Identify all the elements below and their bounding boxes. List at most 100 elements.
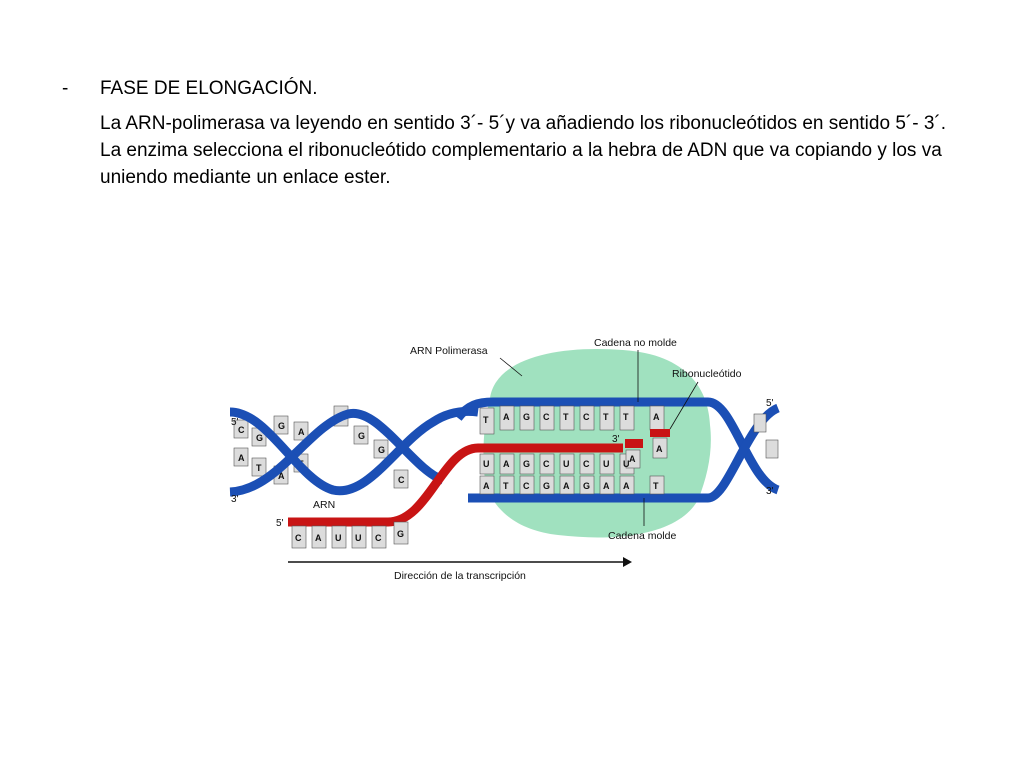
- base-letter: A: [278, 471, 285, 481]
- base-letter: C: [238, 425, 245, 435]
- leader-polymerase: [499, 357, 523, 377]
- incoming-ribonucleotide-tile: [652, 437, 668, 459]
- arrow-head: [623, 557, 632, 567]
- rna-bubble-bases: U A G C U C U U A: [479, 449, 641, 475]
- base-letter: U: [603, 459, 610, 469]
- slide-paragraph: La ARN-polimerasa va leyendo en sentido …: [100, 113, 946, 188]
- base-letter: U: [563, 459, 570, 469]
- rna-tail-bases: C A U U C G: [291, 521, 409, 549]
- base-tile: [291, 525, 307, 549]
- base-letter: A: [238, 453, 245, 463]
- base-letter: T: [603, 412, 609, 422]
- end-rna-tip: 3': [612, 434, 620, 445]
- label-non-template: Cadena no molde: [594, 337, 677, 349]
- base-letter: T: [503, 481, 509, 491]
- base-tile: [519, 453, 535, 475]
- base-tile: [539, 475, 555, 495]
- base-tile: [579, 405, 595, 431]
- base-tile: [539, 405, 555, 431]
- base-tile: [539, 453, 555, 475]
- base-letter: T: [653, 481, 659, 491]
- base-letter: G: [358, 431, 365, 441]
- base-letter: C: [375, 533, 382, 543]
- base-tile: [519, 405, 535, 431]
- base-letter: A: [629, 454, 636, 464]
- label-template: Cadena molde: [608, 530, 676, 542]
- base-letter: G: [583, 481, 590, 491]
- template-bases: A T C G A G A A T: [479, 475, 665, 495]
- base-letter: A: [483, 481, 490, 491]
- base-letter: C: [523, 481, 530, 491]
- base-tile: [273, 415, 289, 435]
- base-letter: A: [503, 412, 510, 422]
- base-tile: [559, 475, 575, 495]
- label-direction: Dirección de la transcripción: [394, 570, 526, 582]
- incoming-ribonucleotide-bar: [650, 429, 670, 437]
- base-tile: [251, 457, 267, 477]
- base-letter: G: [256, 433, 263, 443]
- base-letter: A: [653, 412, 660, 422]
- base-tile: [499, 453, 515, 475]
- base-letter: G: [523, 412, 530, 422]
- base-tile: [351, 525, 367, 549]
- base-letter: C: [398, 475, 405, 485]
- base-letter: U: [335, 533, 342, 543]
- base-letter: T: [483, 415, 489, 425]
- non-template-bases: T A G C T C T T A: [479, 405, 665, 435]
- rna-strand: [288, 443, 623, 527]
- base-tile: [499, 405, 515, 431]
- right-helix-strand-a: [706, 397, 781, 495]
- base-tile: [753, 413, 767, 433]
- base-letter: T: [623, 412, 629, 422]
- base-tile: [599, 453, 615, 475]
- base-letter: A: [563, 481, 570, 491]
- base-tile: [765, 439, 779, 459]
- end-right-top: 5': [766, 398, 774, 409]
- base-tile: [479, 407, 495, 435]
- base-letter: C: [583, 459, 590, 469]
- base-tile: [619, 405, 635, 431]
- base-tile: [649, 475, 665, 495]
- base-tile: [579, 453, 595, 475]
- incoming-ribonucleotide-letter: A: [656, 444, 663, 454]
- base-letter: G: [397, 529, 404, 539]
- left-helix-bases: C A G T G A A T C G G C: [233, 405, 409, 489]
- base-tile: [371, 525, 387, 549]
- base-tile: [479, 475, 495, 495]
- base-tile: [499, 475, 515, 495]
- base-letter: G: [523, 459, 530, 469]
- base-tile: [393, 469, 409, 489]
- base-letter: C: [583, 412, 590, 422]
- base-letter: C: [295, 533, 302, 543]
- left-helix-strand-front: [229, 406, 479, 496]
- base-tile: [625, 449, 641, 469]
- base-letter: G: [378, 445, 385, 455]
- base-letter: U: [355, 533, 362, 543]
- base-tile: [559, 453, 575, 475]
- label-polymerase: ARN Polimerasa: [410, 345, 488, 357]
- end-right-bottom: 3': [766, 486, 774, 497]
- end-left-bottom: 3': [231, 494, 239, 505]
- label-rna: ARN: [313, 499, 335, 511]
- base-tile: [559, 405, 575, 431]
- base-letter: A: [623, 481, 630, 491]
- bullet-dash: -: [62, 78, 69, 99]
- base-letter: T: [563, 412, 569, 422]
- left-helix-strand-back: [229, 408, 445, 497]
- base-tile: [311, 525, 327, 549]
- base-tile: [599, 405, 615, 431]
- base-letter: G: [543, 481, 550, 491]
- leader-ribonucleotide: [669, 381, 699, 430]
- base-tile: [619, 475, 635, 495]
- base-letter: C: [543, 459, 550, 469]
- base-tile: [393, 521, 409, 545]
- base-tile: [293, 421, 309, 441]
- base-letter: A: [603, 481, 610, 491]
- base-letter: T: [256, 463, 262, 473]
- base-letter: U: [483, 459, 490, 469]
- transcription-elongation-diagram: C A G T G A A T C G G C T A G C T C T T: [229, 337, 781, 582]
- base-tile: [479, 453, 495, 475]
- base-tile: [373, 439, 389, 459]
- end-rna-start: 5': [276, 518, 284, 529]
- base-tile: [331, 525, 347, 549]
